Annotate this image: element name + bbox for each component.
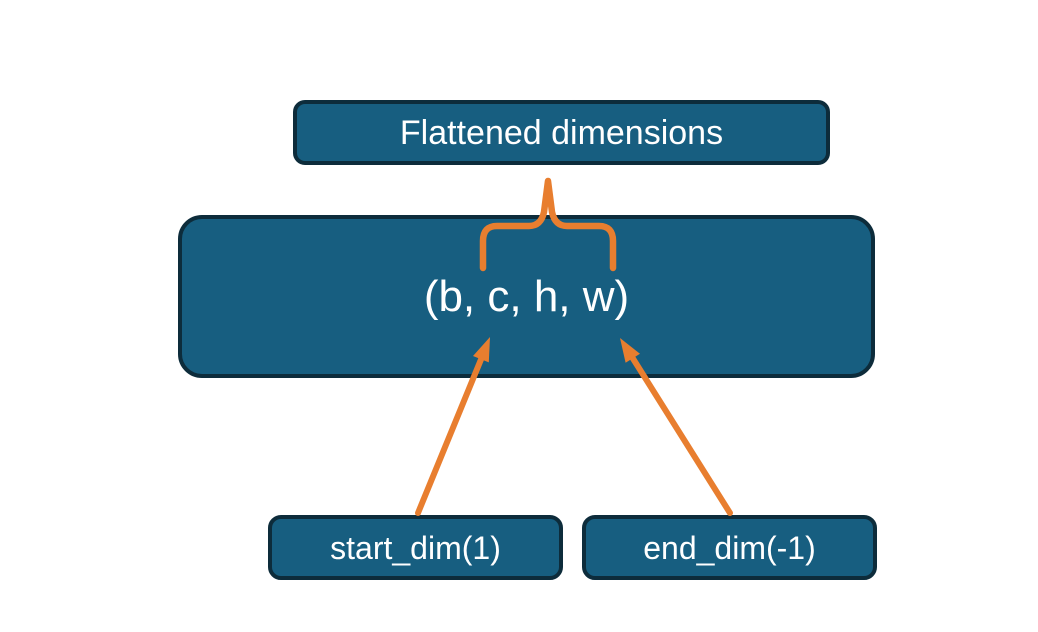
start-dim-box: start_dim(1) — [268, 515, 563, 580]
end-dim-label: end_dim(-1) — [643, 529, 816, 566]
flattened-dimensions-label: Flattened dimensions — [399, 113, 724, 152]
flattened-dimensions-box: Flattened dimensions — [293, 100, 830, 165]
start-dim-label: start_dim(1) — [330, 529, 501, 566]
tensor-shape-box: (b, c, h, w) — [178, 215, 875, 378]
tensor-shape-label: (b, c, h, w) — [423, 271, 630, 321]
end-dim-box: end_dim(-1) — [582, 515, 877, 580]
